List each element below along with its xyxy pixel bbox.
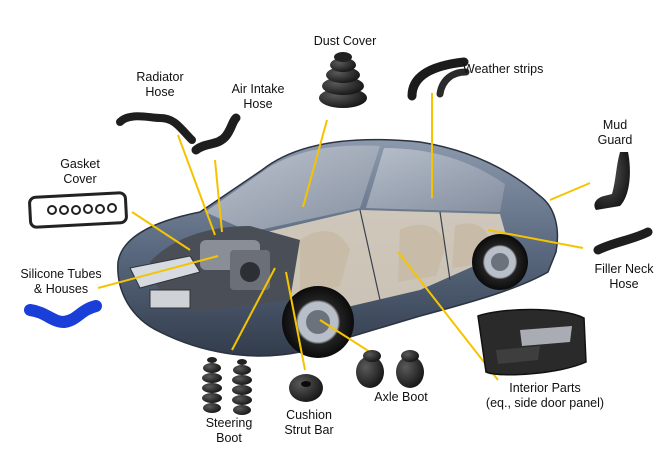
radiator-hose-part — [116, 112, 196, 144]
car-side-windows — [366, 148, 505, 212]
label-dust-cover: Dust Cover — [313, 34, 377, 48]
door-panel-part — [477, 308, 587, 376]
label-filler-neck-hose: Filler Neck Hose — [594, 262, 654, 291]
steering-boot-part — [202, 357, 252, 415]
label-radiator-hose: Radiator Hose — [136, 70, 184, 99]
label-mud-guard: Mud Guard — [597, 118, 633, 147]
mud-guard-part — [594, 152, 630, 210]
cushion-strut-bar-part — [289, 374, 323, 402]
car-windshield — [205, 145, 380, 232]
silicone-tube-part — [24, 300, 102, 329]
label-weather-strips: Weather strips — [463, 62, 544, 76]
filler-neck-hose-part — [593, 227, 653, 255]
label-axle-boot: Axle Boot — [374, 390, 428, 404]
air-intake-hose-part — [191, 113, 241, 155]
leader-lines — [97, 93, 591, 381]
axle-boot-part — [356, 350, 424, 388]
label-cushion-strut-bar: Cushion Strut Bar — [284, 408, 334, 437]
label-gasket-cover: Gasket Cover — [60, 157, 100, 186]
label-air-intake-hose: Air Intake Hose — [231, 82, 285, 111]
label-interior-parts: Interior Parts (eq., side door panel) — [485, 381, 605, 410]
weather-strips-part — [407, 57, 470, 101]
label-silicone-tubes: Silicone Tubes & Houses — [20, 267, 102, 296]
label-steering-boot: Steering Boot — [205, 416, 253, 445]
dust-cover-part — [319, 52, 367, 108]
gasket-cover-part — [28, 191, 128, 229]
